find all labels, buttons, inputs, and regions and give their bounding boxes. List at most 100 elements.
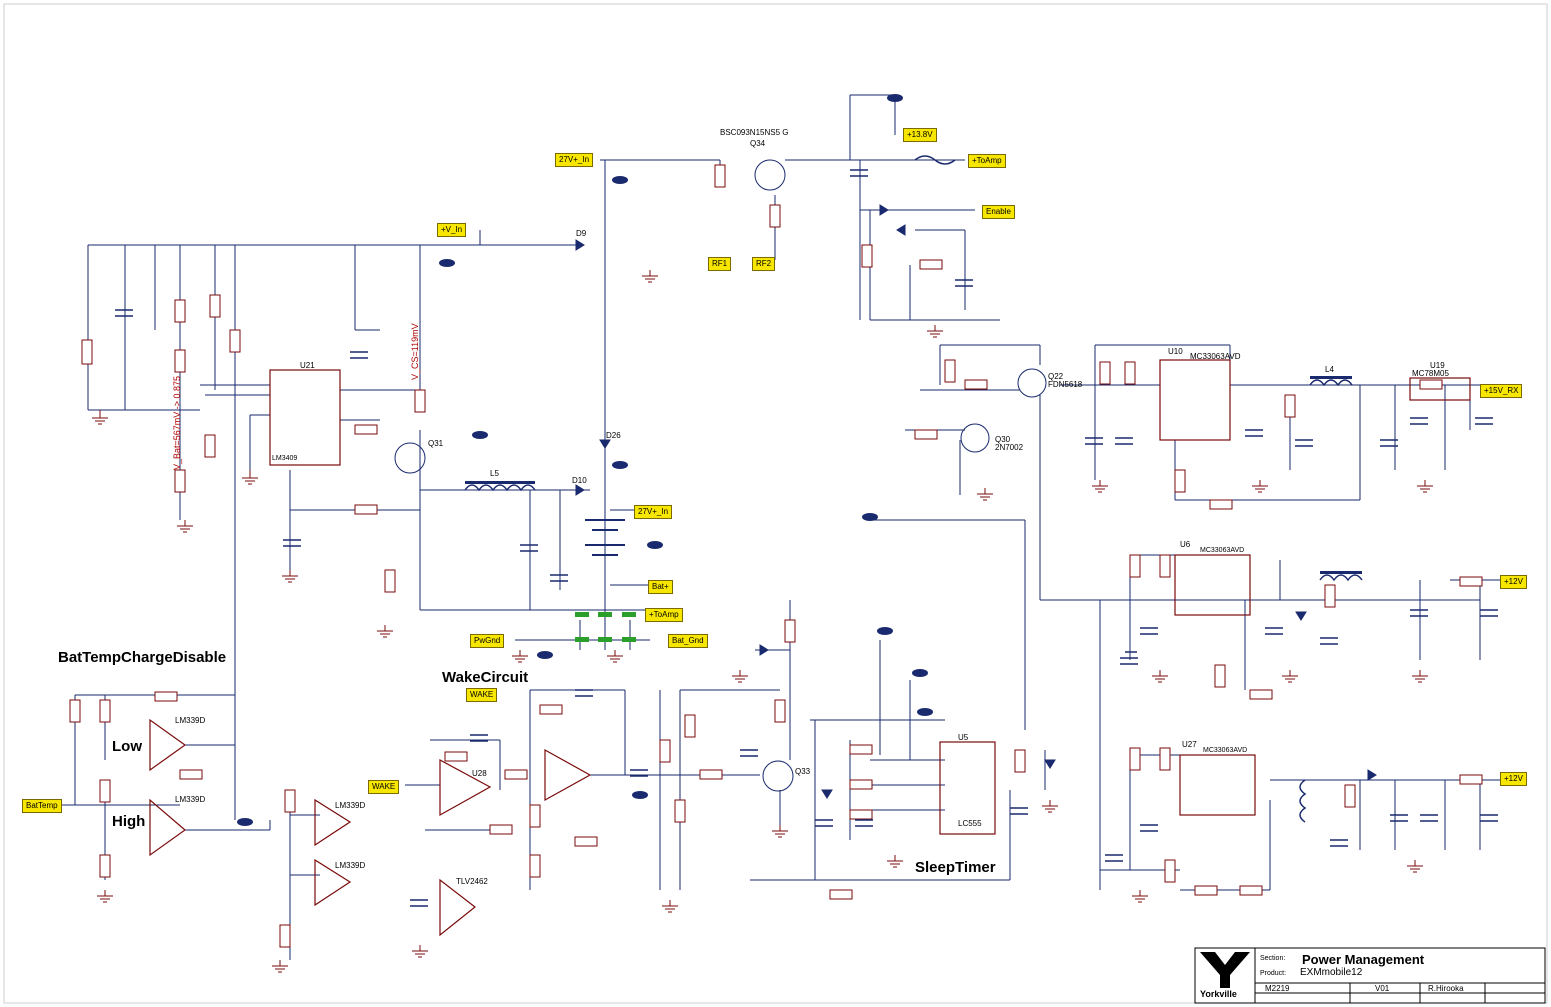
title-block-section-value: Power Management: [1302, 952, 1425, 967]
u21-part-label: LM3409: [272, 455, 298, 462]
u15-part-label: LM339D: [175, 716, 206, 725]
diodes: [575, 204, 1377, 799]
l3-core: [1320, 571, 1362, 574]
d15-symbol: [879, 204, 889, 216]
u27-body: [1179, 754, 1256, 816]
d10-symbol: [575, 484, 585, 496]
u28-label: U28: [472, 769, 487, 778]
d7-symbol: [821, 789, 833, 799]
title-block-product-value: EXMmobile12: [1300, 967, 1363, 978]
l5-label: L5: [490, 469, 499, 478]
net-label-27v-in: 27V+_In: [555, 153, 594, 167]
net-label-vin-top: +V_In: [437, 223, 467, 237]
u6-body: [1174, 554, 1251, 616]
d37-symbol: [1044, 759, 1056, 769]
ground-symbols: [92, 270, 1433, 973]
u10-part-label: MC33063AVD: [1190, 352, 1241, 361]
q31-symbol: [394, 442, 426, 474]
section-high-label: High: [112, 813, 146, 830]
d9b-symbol: [1367, 769, 1377, 781]
net-label-bat-plus: Bat+: [648, 580, 673, 594]
capacitors: [115, 169, 1498, 907]
q33-symbol: [762, 760, 794, 792]
u30-part-label: LM339D: [335, 801, 366, 810]
d27-symbol: [896, 224, 906, 236]
title-block-version: V01: [1375, 984, 1390, 993]
u30-part-label-b: LM339D: [335, 861, 366, 870]
u19-body: [1409, 377, 1471, 401]
net-label-pwgnd: PwGnd: [470, 634, 505, 648]
d9-symbol: [575, 239, 585, 251]
net-label-rf2: RF2: [752, 257, 776, 271]
l3-symbol: [1319, 574, 1363, 582]
l5-core: [465, 481, 535, 484]
q34-part-label: BSC093N15NS5 G: [720, 128, 789, 137]
u15b-body: [149, 798, 186, 857]
net-label-enable: Enable: [982, 205, 1015, 219]
svg-text:V_CS=119mV: V_CS=119mV: [410, 323, 420, 380]
u19-label: U19: [1430, 361, 1445, 370]
fuse-symbol: [914, 155, 956, 165]
q30-label: Q30: [995, 435, 1011, 444]
q31-label: Q31: [428, 439, 444, 448]
net-label-battemp: BatTemp: [22, 799, 62, 813]
section-bat-temp-title: BatTempChargeDisable: [58, 649, 227, 666]
title-block-product-key: Product:: [1260, 970, 1287, 977]
u6-label: U6: [1180, 540, 1191, 549]
net-label-wake-2: WAKE: [368, 780, 400, 794]
q30-symbol: [960, 423, 990, 453]
net-label-bat-gnd: Bat_Gnd: [668, 634, 708, 648]
q30-part-label: 2N7002: [995, 443, 1024, 452]
u15a-body: [149, 718, 187, 772]
net-label-27v-in-2: 27V+_In: [634, 505, 673, 519]
l4-symbol: [1309, 379, 1353, 387]
net-label-to-amp: +ToAmp: [645, 608, 683, 622]
l4-label: L4: [1325, 365, 1334, 374]
test-points: [237, 94, 933, 826]
l4-core: [1310, 376, 1352, 379]
net-label-12v-b: +12V: [1500, 772, 1527, 786]
u21-label: U21: [300, 361, 315, 370]
q22-part-label: FDN5618: [1048, 380, 1083, 389]
d26-label: D26: [606, 431, 621, 440]
battery-symbol: [585, 519, 625, 556]
section-low-label: Low: [112, 738, 142, 755]
transistors: [394, 159, 1047, 792]
battery-connectors: [575, 612, 636, 642]
d26-symbol: [599, 439, 611, 449]
u28a-body: [439, 758, 492, 817]
u10-body: [1159, 359, 1231, 441]
net-label-to-amp-top: +ToAmp: [968, 154, 1006, 168]
u15-part-label-b: LM339D: [175, 795, 206, 804]
resistors: [69, 164, 1483, 948]
d28-symbol: [759, 644, 769, 656]
inductors: [464, 379, 1363, 823]
q34-label: Q34: [750, 139, 766, 148]
u5-body: [939, 741, 996, 835]
u28b-body: [544, 748, 592, 802]
net-label-15v: +15V_RX: [1480, 384, 1523, 398]
l5-symbol: [464, 484, 536, 492]
q34-symbol: [754, 159, 786, 191]
u27-label: U27: [1182, 740, 1197, 749]
net-label-13v8: +13.8V: [903, 128, 937, 142]
title-block-section-key: Section:: [1260, 955, 1286, 962]
u6-part-label: MC33063AVD: [1200, 547, 1245, 554]
tlv-label: TLV2462: [456, 877, 488, 886]
q22-label: Q22: [1048, 372, 1064, 381]
u10-label: U10: [1168, 347, 1183, 356]
u5-label: U5: [958, 733, 969, 742]
l2-symbol: [1299, 779, 1307, 823]
d10-label: D10: [572, 476, 587, 485]
title-block-doc-no: M2219: [1265, 984, 1290, 993]
yorkville-logo-text: Yorkville: [1200, 989, 1237, 999]
svg-text:V_Bat=567mV -> 0.875: V_Bat=567mV -> 0.875: [172, 376, 182, 470]
tlv-body: [439, 878, 476, 937]
q22-symbol: [1017, 368, 1047, 398]
u19-part-label: MC78M05: [1412, 369, 1449, 378]
title-block: [1194, 947, 1546, 1004]
d23-symbol: [1295, 611, 1307, 621]
yorkville-logo-icon: [1200, 952, 1250, 988]
ic-bodies: [149, 359, 1471, 937]
